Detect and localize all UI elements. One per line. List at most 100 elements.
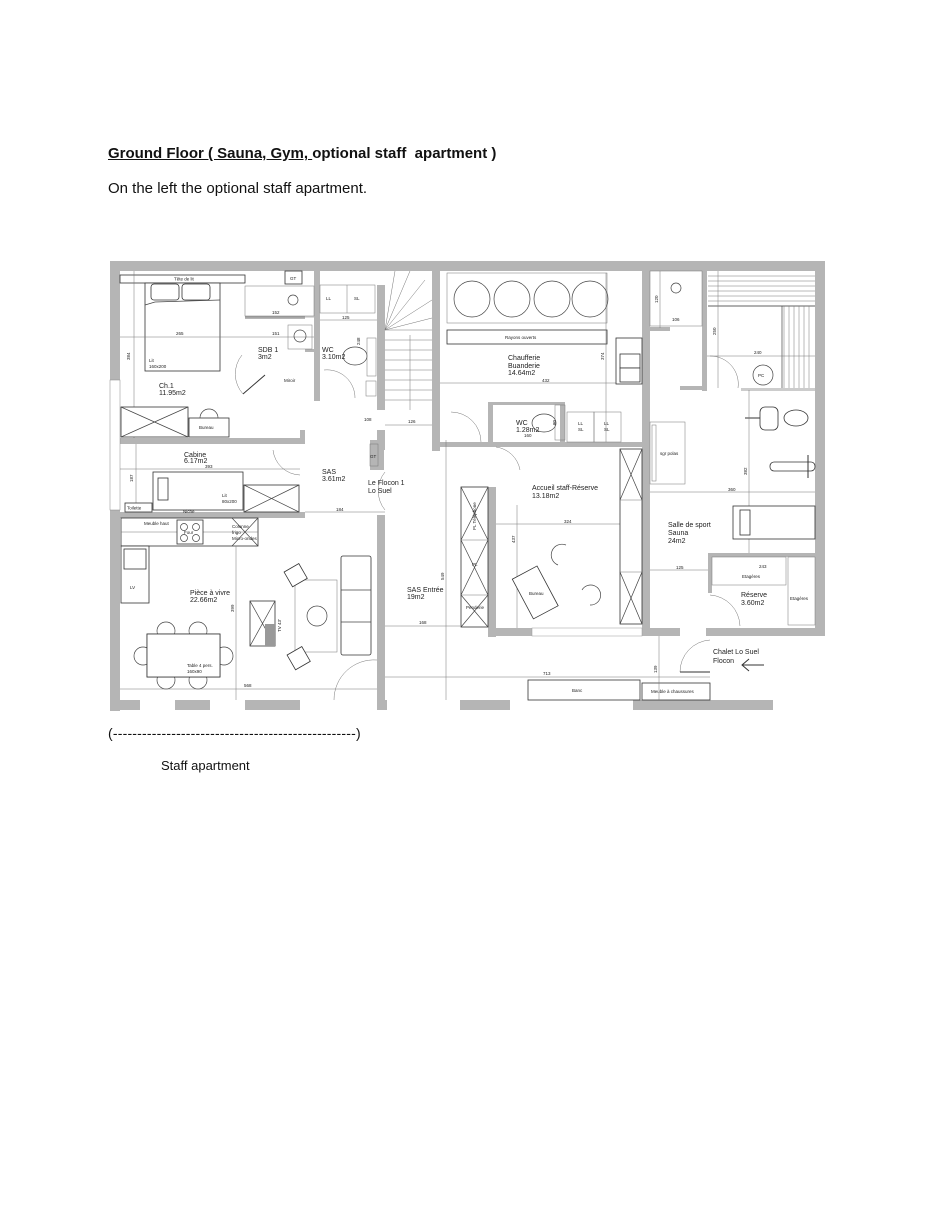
svg-text:Meuble à chaussures: Meuble à chaussures	[651, 689, 695, 694]
room-sas-entree: SAS Entrée 19m2 549 168 713 Banc Meuble …	[385, 440, 711, 701]
svg-text:frigo: frigo	[232, 530, 241, 535]
svg-text:22.66m2: 22.66m2	[190, 597, 217, 604]
svg-text:PC: PC	[758, 373, 765, 378]
svg-text:Micro-ondes: Micro-ondes	[232, 536, 258, 541]
svg-text:Pièce à vivre: Pièce à vivre	[190, 590, 230, 597]
intro-text: On the left the optional staff apartment…	[108, 180, 368, 197]
svg-text:3.10m2: 3.10m2	[322, 354, 345, 361]
svg-text:248: 248	[356, 337, 361, 345]
svg-text:125: 125	[676, 565, 684, 570]
svg-text:Buanderie: Buanderie	[508, 363, 540, 370]
svg-text:265: 265	[176, 331, 184, 336]
svg-text:Cabine: Cabine	[184, 452, 206, 459]
svg-text:TV 43': TV 43'	[277, 619, 282, 632]
svg-text:Banc: Banc	[572, 688, 583, 693]
svg-text:Flocon: Flocon	[713, 658, 734, 665]
svg-text:Sauna: Sauna	[668, 530, 688, 537]
staff-apartment-bracket: (---------------------------------------…	[108, 725, 361, 741]
heading-rest: optional staff apartment )	[312, 145, 497, 162]
svg-text:PL: PL	[472, 562, 478, 567]
svg-text:125: 125	[342, 315, 350, 320]
svg-text:19m2: 19m2	[407, 594, 425, 601]
svg-text:13.18m2: 13.18m2	[532, 493, 559, 500]
svg-text:80x200: 80x200	[222, 499, 237, 504]
svg-text:382: 382	[743, 467, 748, 475]
svg-text:SL: SL	[604, 427, 610, 432]
svg-text:106: 106	[672, 317, 680, 322]
room-reserve: 243 Etagères Etagères Réserve 3.60m2	[709, 556, 816, 627]
svg-text:160x200: 160x200	[149, 364, 167, 369]
svg-text:Chaufferie: Chaufferie	[508, 355, 540, 362]
svg-text:139: 139	[653, 665, 658, 673]
svg-text:Toilette: Toilette	[127, 506, 142, 511]
svg-text:Bureau: Bureau	[199, 425, 214, 430]
svg-text:SAS: SAS	[322, 469, 336, 476]
room-sas: SAS 3.61m2 Le Flocon 1 Lo Suel 184	[305, 469, 405, 513]
svg-text:sgr polas: sgr polas	[660, 451, 679, 456]
svg-text:250: 250	[712, 327, 717, 335]
svg-text:SAS Entrée: SAS Entrée	[407, 587, 444, 594]
page-heading: Ground Floor ( Sauna, Gym, optional staf…	[108, 145, 496, 162]
svg-text:152: 152	[272, 310, 280, 315]
svg-text:SL: SL	[578, 427, 584, 432]
svg-text:399: 399	[230, 604, 235, 612]
sauna-benches	[708, 275, 815, 388]
svg-text:Penderie: Penderie	[466, 605, 485, 610]
svg-text:Table 4 pers.: Table 4 pers.	[187, 663, 213, 668]
svg-text:Niche: Niche	[183, 509, 195, 514]
svg-text:LV: LV	[130, 585, 135, 590]
svg-text:324: 324	[564, 519, 572, 524]
room-piece-a-vivre: Meuble haut Four Colonne frigo Micro-ond…	[120, 517, 378, 701]
svg-text:WC: WC	[322, 347, 334, 354]
room-ch1: Tête de lit Lit 160x200 265 384 Ch.1 11.…	[109, 271, 246, 511]
svg-text:Four: Four	[184, 530, 194, 535]
entry-chalet: Chalet Lo Suel Flocon	[679, 639, 764, 673]
svg-text:432: 432	[542, 378, 550, 383]
svg-text:Tête de lit: Tête de lit	[174, 277, 195, 282]
svg-text:Réserve: Réserve	[741, 592, 767, 599]
svg-text:Salle de sport: Salle de sport	[668, 522, 711, 529]
svg-text:LL: LL	[326, 296, 332, 301]
heading-underlined: Ground Floor ( Sauna, Gym,	[108, 145, 313, 162]
staff-apartment-caption: Staff apartment	[161, 758, 250, 773]
svg-text:Lit: Lit	[222, 493, 228, 498]
svg-text:Colonne: Colonne	[232, 524, 249, 529]
arrow-left-icon	[741, 658, 764, 672]
interior-walls	[120, 261, 815, 710]
room-chaufferie: Rayons ouverts Chaufferie Buanderie 14.6…	[440, 272, 643, 443]
svg-text:160: 160	[524, 433, 532, 438]
svg-text:GT: GT	[290, 276, 297, 281]
svg-text:Accueil staff-Réserve: Accueil staff-Réserve	[532, 485, 598, 492]
svg-text:108: 108	[364, 417, 372, 422]
svg-text:14.64m2: 14.64m2	[508, 370, 535, 377]
room-salle-de-sport: sgr polas 382 360 Salle de sport Sauna 2…	[649, 390, 816, 571]
room-sdb1: GT 152 151 SDB 1 3m2 Miroir	[235, 270, 315, 395]
svg-text:LL: LL	[604, 421, 610, 426]
svg-text:549: 549	[440, 572, 445, 580]
svg-text:568: 568	[244, 683, 252, 688]
svg-text:360: 360	[728, 487, 736, 492]
svg-text:Rayons ouverts: Rayons ouverts	[505, 335, 537, 340]
svg-text:24m2: 24m2	[668, 538, 686, 545]
svg-text:PL Téléphone: PL Téléphone	[472, 502, 477, 530]
room-accueil: Accueil staff-Réserve 13.18m2 324 437 Bu…	[495, 446, 643, 637]
svg-text:1.28m2: 1.28m2	[516, 427, 539, 434]
svg-text:437: 437	[511, 535, 516, 543]
room-cabine: Cabine 6.17m2 393 187 Lit 80x200 Niche T…	[120, 444, 301, 514]
svg-text:Etagères: Etagères	[790, 596, 809, 601]
svg-text:187: 187	[129, 474, 134, 482]
svg-text:Lo Suel: Lo Suel	[368, 488, 392, 495]
svg-text:WC: WC	[516, 420, 528, 427]
svg-text:Miroir: Miroir	[284, 378, 296, 383]
svg-text:11.95m2: 11.95m2	[159, 390, 186, 397]
svg-text:Le Flocon 1: Le Flocon 1	[368, 480, 405, 487]
room-wc2: WC 1.28m2 160 80 LL SL LL SL	[516, 404, 622, 443]
svg-text:6.17m2: 6.17m2	[184, 458, 207, 465]
svg-text:120: 120	[654, 295, 659, 303]
svg-text:80: 80	[552, 419, 557, 425]
svg-text:Meuble haut: Meuble haut	[144, 521, 170, 526]
svg-text:374: 374	[600, 352, 605, 360]
svg-text:151: 151	[272, 331, 280, 336]
svg-text:3.61m2: 3.61m2	[322, 476, 345, 483]
